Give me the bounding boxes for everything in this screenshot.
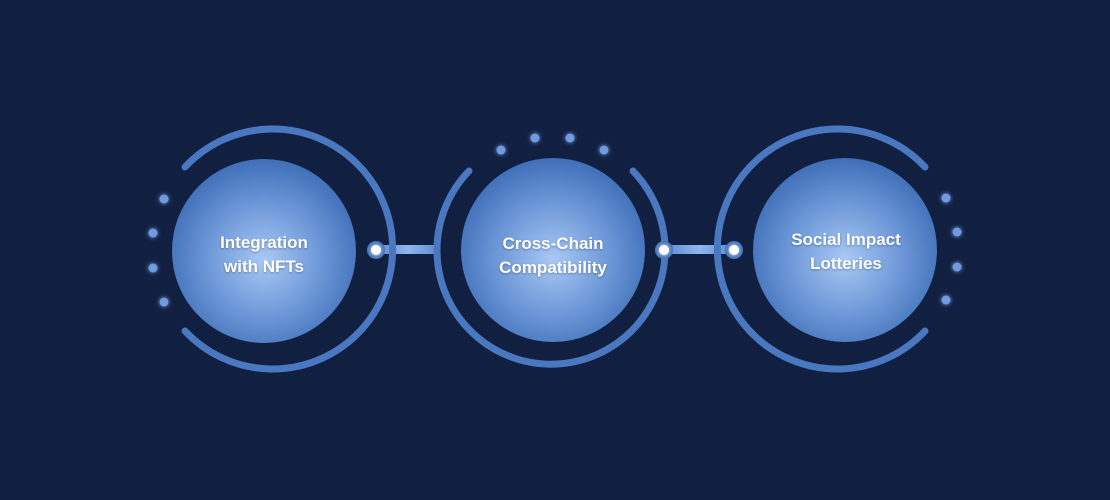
node-2-dots [496, 133, 609, 155]
node-3-dots [941, 193, 962, 305]
node-3-label-line-1: Social Impact [791, 230, 901, 249]
connector-2-3 [664, 245, 734, 254]
node-2-label-line-2: Compatibility [499, 258, 607, 277]
node-1-ring-arc [181, 125, 397, 373]
node-3-label-line-2: Lotteries [810, 254, 882, 273]
node-3-label: Social Impact Lotteries [761, 228, 931, 276]
node-1-label: Integration with NFTs [179, 231, 349, 279]
node-3-ring-arc [713, 125, 929, 373]
node-1-dots [148, 194, 169, 307]
node-2-circle [461, 158, 645, 342]
node-1-circle [172, 159, 356, 343]
node-1-label-line-1: Integration [220, 233, 308, 252]
connector-1-2 [376, 245, 440, 254]
node-2-label: Cross-Chain Compatibility [468, 232, 638, 280]
node-1-label-line-2: with NFTs [224, 257, 304, 276]
node-3-circle [753, 158, 937, 342]
connector-junctions [367, 241, 743, 259]
node-2-label-line-1: Cross-Chain [502, 234, 604, 253]
